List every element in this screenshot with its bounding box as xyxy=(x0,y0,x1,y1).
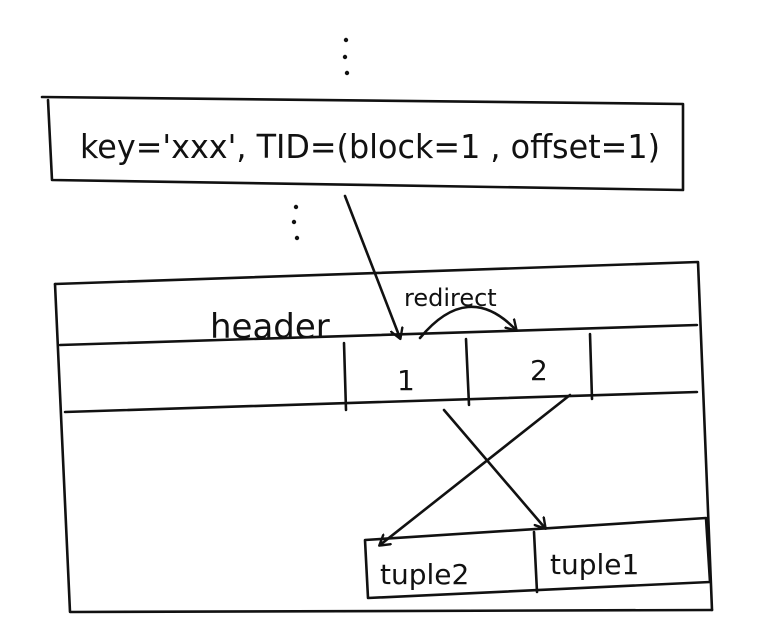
line-pointer-divider xyxy=(63,390,699,414)
pointer-2-to-tuple2-arrow xyxy=(380,393,572,545)
line-pointer-1: 1 xyxy=(397,364,415,397)
redirect-arrow xyxy=(418,305,516,340)
tuple-area: tuple2 tuple1 xyxy=(363,516,712,600)
tid-arrow xyxy=(343,194,400,338)
header-label: header xyxy=(210,307,330,347)
ellipsis-top xyxy=(342,37,350,76)
pointer-1-to-tuple1-arrow xyxy=(442,408,545,528)
tuple-2-label: tuple2 xyxy=(380,558,469,591)
line-pointer-2: 2 xyxy=(530,354,548,387)
index-entry-box: key='xxx', TID=(block=1 , offset=1) xyxy=(40,95,685,192)
tuple-1-label: tuple1 xyxy=(550,548,639,581)
index-entry-label: key='xxx', TID=(block=1 , offset=1) xyxy=(80,127,660,166)
ellipsis-middle xyxy=(291,204,300,241)
header-divider xyxy=(58,323,699,347)
